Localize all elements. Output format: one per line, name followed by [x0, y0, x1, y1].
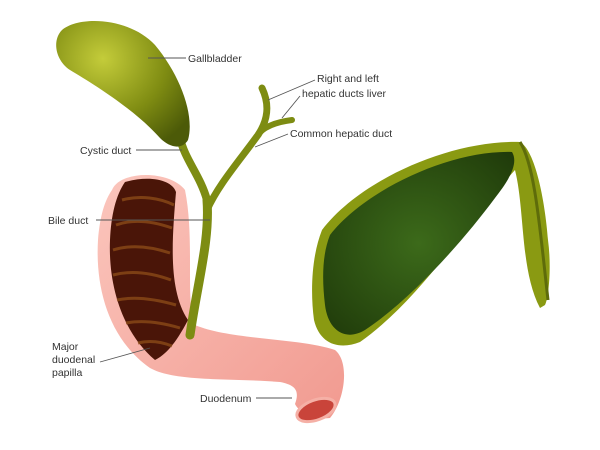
label-papilla-3: papilla — [52, 367, 83, 379]
duodenum-opening — [295, 396, 337, 424]
gallbladder-cross-section — [312, 141, 550, 346]
label-duodenum: Duodenum — [200, 393, 252, 405]
right-hepatic-duct — [203, 84, 271, 214]
mucosal-folds — [112, 196, 181, 348]
label-bile-duct: Bile duct — [48, 215, 88, 227]
duodenum — [97, 175, 345, 424]
duct-system — [176, 84, 295, 340]
label-hepatic-ducts-1: Right and left — [317, 73, 379, 85]
neck-shading — [518, 141, 550, 301]
common-bile-duct — [185, 195, 212, 340]
label-hepatic-ducts-2: hepatic ducts liver — [302, 88, 387, 100]
duodenum-mucosa — [109, 178, 188, 360]
left-hepatic-duct — [255, 117, 295, 138]
label-gallbladder: Gallbladder — [188, 53, 242, 65]
gallbladder-lumen — [323, 151, 515, 335]
label-common-hepatic-duct: Common hepatic duct — [290, 128, 392, 140]
label-papilla-1: Major — [52, 341, 79, 353]
leader-lines — [96, 57, 316, 399]
label-papilla-2: duodenal — [52, 354, 95, 366]
label-cystic-duct: Cystic duct — [80, 145, 131, 157]
gallbladder — [56, 21, 190, 147]
